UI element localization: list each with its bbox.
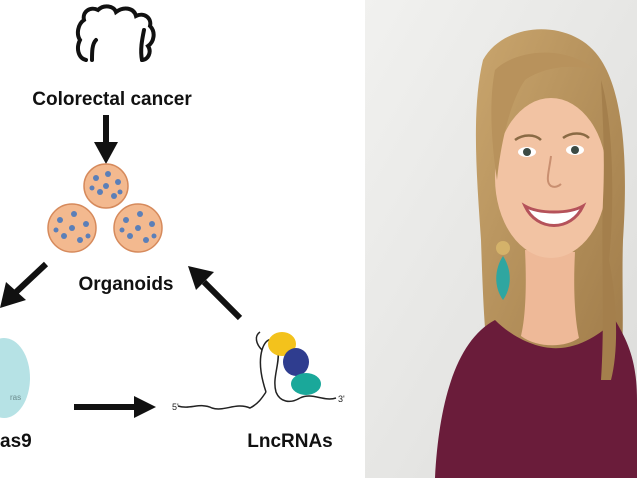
arrow-down-icon <box>94 115 118 164</box>
protein-yellow <box>268 332 296 356</box>
organoid-right <box>113 203 163 253</box>
cas9-protein-icon: ras <box>0 338 30 418</box>
organoid-left <box>47 203 97 253</box>
arrow-down-left-icon <box>0 261 49 308</box>
label-colorectal-cancer: Colorectal cancer <box>32 89 192 110</box>
label-cas9: as9 <box>0 431 32 452</box>
neck <box>521 250 579 346</box>
svg-text:5': 5' <box>172 402 179 412</box>
colon-icon <box>75 4 156 62</box>
diagram-panel: Colorectal cancer <box>0 4 346 452</box>
face <box>495 98 607 258</box>
lncrna-strand-icon: 5' 3' <box>172 331 345 412</box>
portrait-svg <box>365 0 637 478</box>
arrow-up-left-icon <box>188 266 243 321</box>
shirt <box>435 320 637 478</box>
protein-teal <box>291 373 321 395</box>
label-lncrnas: LncRNAs <box>247 431 333 452</box>
earring-icon <box>496 241 510 300</box>
portrait-photo <box>365 0 637 478</box>
label-rna-end: 3' <box>338 394 345 404</box>
label-crispr-small: ras <box>10 393 21 402</box>
organoid-cluster <box>47 163 163 253</box>
diagram-svg: Colorectal cancer <box>0 4 345 452</box>
organoid-top <box>83 163 129 209</box>
smile <box>521 202 587 227</box>
arrow-right-icon <box>74 396 156 418</box>
label-organoids: Organoids <box>78 274 173 295</box>
protein-blue <box>283 348 309 376</box>
